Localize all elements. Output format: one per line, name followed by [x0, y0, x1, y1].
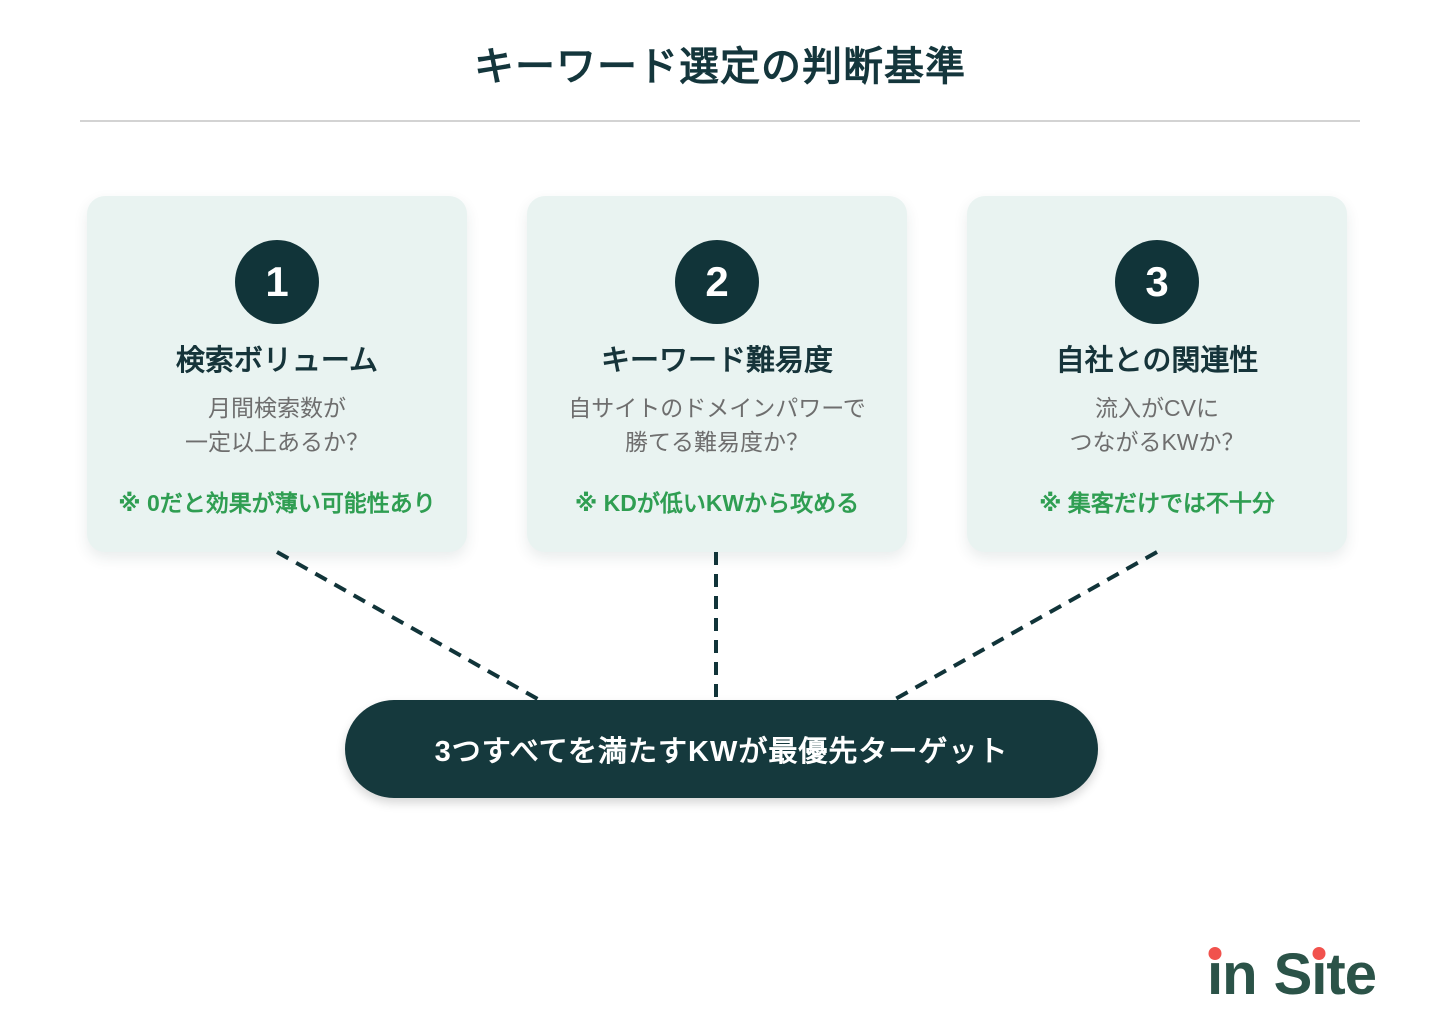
card-2-note: ※ KDが低いKWから攻める — [574, 490, 860, 516]
conclusion-banner: 3つすべてを満たすKWが最優先ターゲット — [345, 700, 1098, 798]
card-2-title: キーワード難易度 — [600, 345, 833, 377]
card-2-desc-line-1: 自サイトのドメインパワーで — [568, 394, 866, 421]
logo-letter-i-dotted: ı — [1311, 942, 1327, 1007]
title-divider — [80, 120, 1360, 122]
page-title: キーワード選定の判断基準 — [474, 45, 966, 89]
card-3-desc-line-2: つながるKWか？ — [1069, 428, 1245, 455]
logo-letter: S — [1273, 942, 1313, 1007]
step-number: 3 — [1145, 258, 1169, 305]
criteria-card-1: 1 検索ボリューム 月間検索数が 一定以上あるか？ ※ 0だと効果が薄い可能性あ… — [87, 196, 467, 552]
card-2-description: 自サイトのドメインパワーで 勝てる難易度か？ — [568, 391, 866, 459]
card-2-desc-line-2: 勝てる難易度か？ — [625, 428, 809, 455]
card-1-desc-line-2: 一定以上あるか？ — [185, 428, 369, 455]
logo-letter: e — [1344, 942, 1377, 1007]
criteria-cards: 1 検索ボリューム 月間検索数が 一定以上あるか？ ※ 0だと効果が薄い可能性あ… — [87, 196, 1347, 552]
logo-word-in: ı n — [1207, 942, 1258, 1007]
step-1-number-badge: 1 — [235, 240, 319, 324]
conclusion-label: 3つすべてを満たすKWが最優先ターゲット — [434, 736, 1009, 768]
logo-letter: n — [1222, 942, 1257, 1007]
step-number: 2 — [705, 258, 729, 305]
card-3-desc-line-1: 流入がCVに — [1095, 394, 1219, 421]
logo-letter-i-dotted: ı — [1207, 942, 1223, 1007]
criteria-card-3: 3 自社との関連性 流入がCVに つながるKWか？ ※ 集客だけでは不十分 — [967, 196, 1347, 552]
card-1-title: 検索ボリューム — [175, 345, 379, 377]
card-1-description: 月間検索数が 一定以上あるか？ — [185, 391, 369, 459]
card-3-note: ※ 集客だけでは不十分 — [1039, 490, 1275, 516]
step-3-number-badge: 3 — [1115, 240, 1199, 324]
connector-line-3 — [889, 550, 1158, 704]
card-1-note: ※ 0だと効果が薄い可能性あり — [118, 490, 436, 516]
card-3-title: 自社との関連性 — [1055, 345, 1259, 377]
step-2-number-badge: 2 — [675, 240, 759, 324]
criteria-card-2: 2 キーワード難易度 自サイトのドメインパワーで 勝てる難易度か？ ※ KDが低… — [527, 196, 907, 552]
logo-word-site: S ı t e — [1273, 942, 1377, 1007]
connector-line-1 — [276, 550, 544, 704]
step-number: 1 — [265, 258, 289, 305]
card-3-description: 流入がCVに つながるKWか？ — [1069, 391, 1244, 459]
insite-logo: ı n S ı t e — [1207, 942, 1377, 1007]
card-1-desc-line-1: 月間検索数が — [208, 394, 346, 421]
logo-letter: t — [1326, 942, 1345, 1007]
